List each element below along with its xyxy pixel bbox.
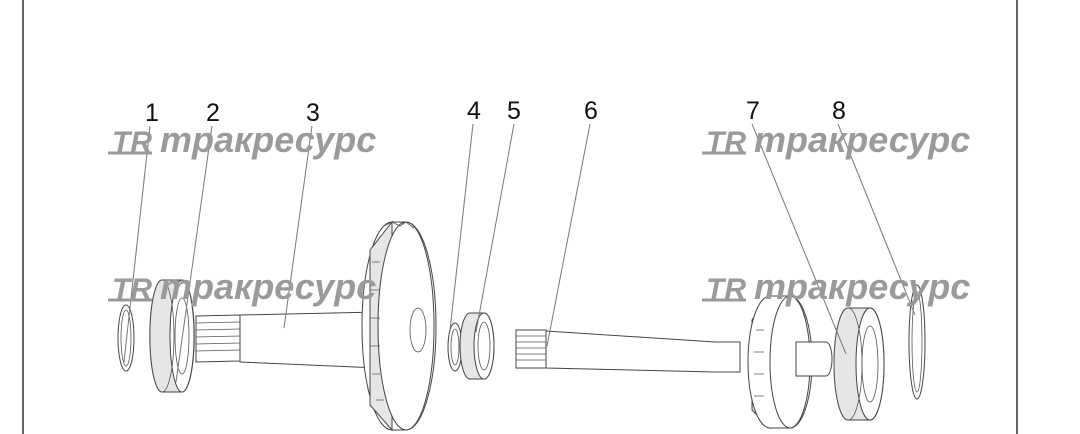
callout-7: 7	[746, 97, 760, 125]
watermark-brand: тракресурс	[754, 119, 970, 160]
callout-2: 2	[206, 99, 220, 127]
leader-line-1	[123, 125, 151, 363]
leader-line-2	[175, 125, 213, 383]
part-3-gear-shaft	[195, 220, 437, 432]
watermark-top-left: TR тракресурс	[108, 119, 376, 160]
callout-5: 5	[507, 97, 521, 125]
callout-8: 8	[832, 97, 846, 125]
part-5-needle-bearing	[459, 312, 495, 380]
leader-line-4	[449, 123, 474, 331]
callout-1: 1	[145, 99, 159, 127]
watermark-brand: тракресурс	[160, 266, 376, 307]
leader-line-6	[546, 123, 591, 347]
watermark-brand: тракресурс	[160, 119, 376, 160]
watermark-mid-left: TR тракресурс	[108, 266, 376, 307]
callout-4: 4	[467, 97, 481, 125]
leader-line-3	[283, 125, 313, 329]
leader-line-7	[751, 123, 847, 355]
leader-line-8	[837, 123, 916, 316]
part-8-snap-ring	[908, 284, 926, 400]
callout-3: 3	[306, 99, 320, 127]
part-1-snap-ring	[117, 304, 135, 372]
leader-line-5	[475, 123, 515, 333]
part-7-bearing	[833, 307, 885, 421]
watermark-mid-right: TR тракресурс	[702, 266, 970, 307]
part-6-splined-shaft	[515, 294, 833, 430]
callout-6: 6	[584, 97, 598, 125]
watermark-brand: тракресурс	[754, 266, 970, 307]
watermark-top-right: TR тракресурс	[702, 119, 970, 160]
